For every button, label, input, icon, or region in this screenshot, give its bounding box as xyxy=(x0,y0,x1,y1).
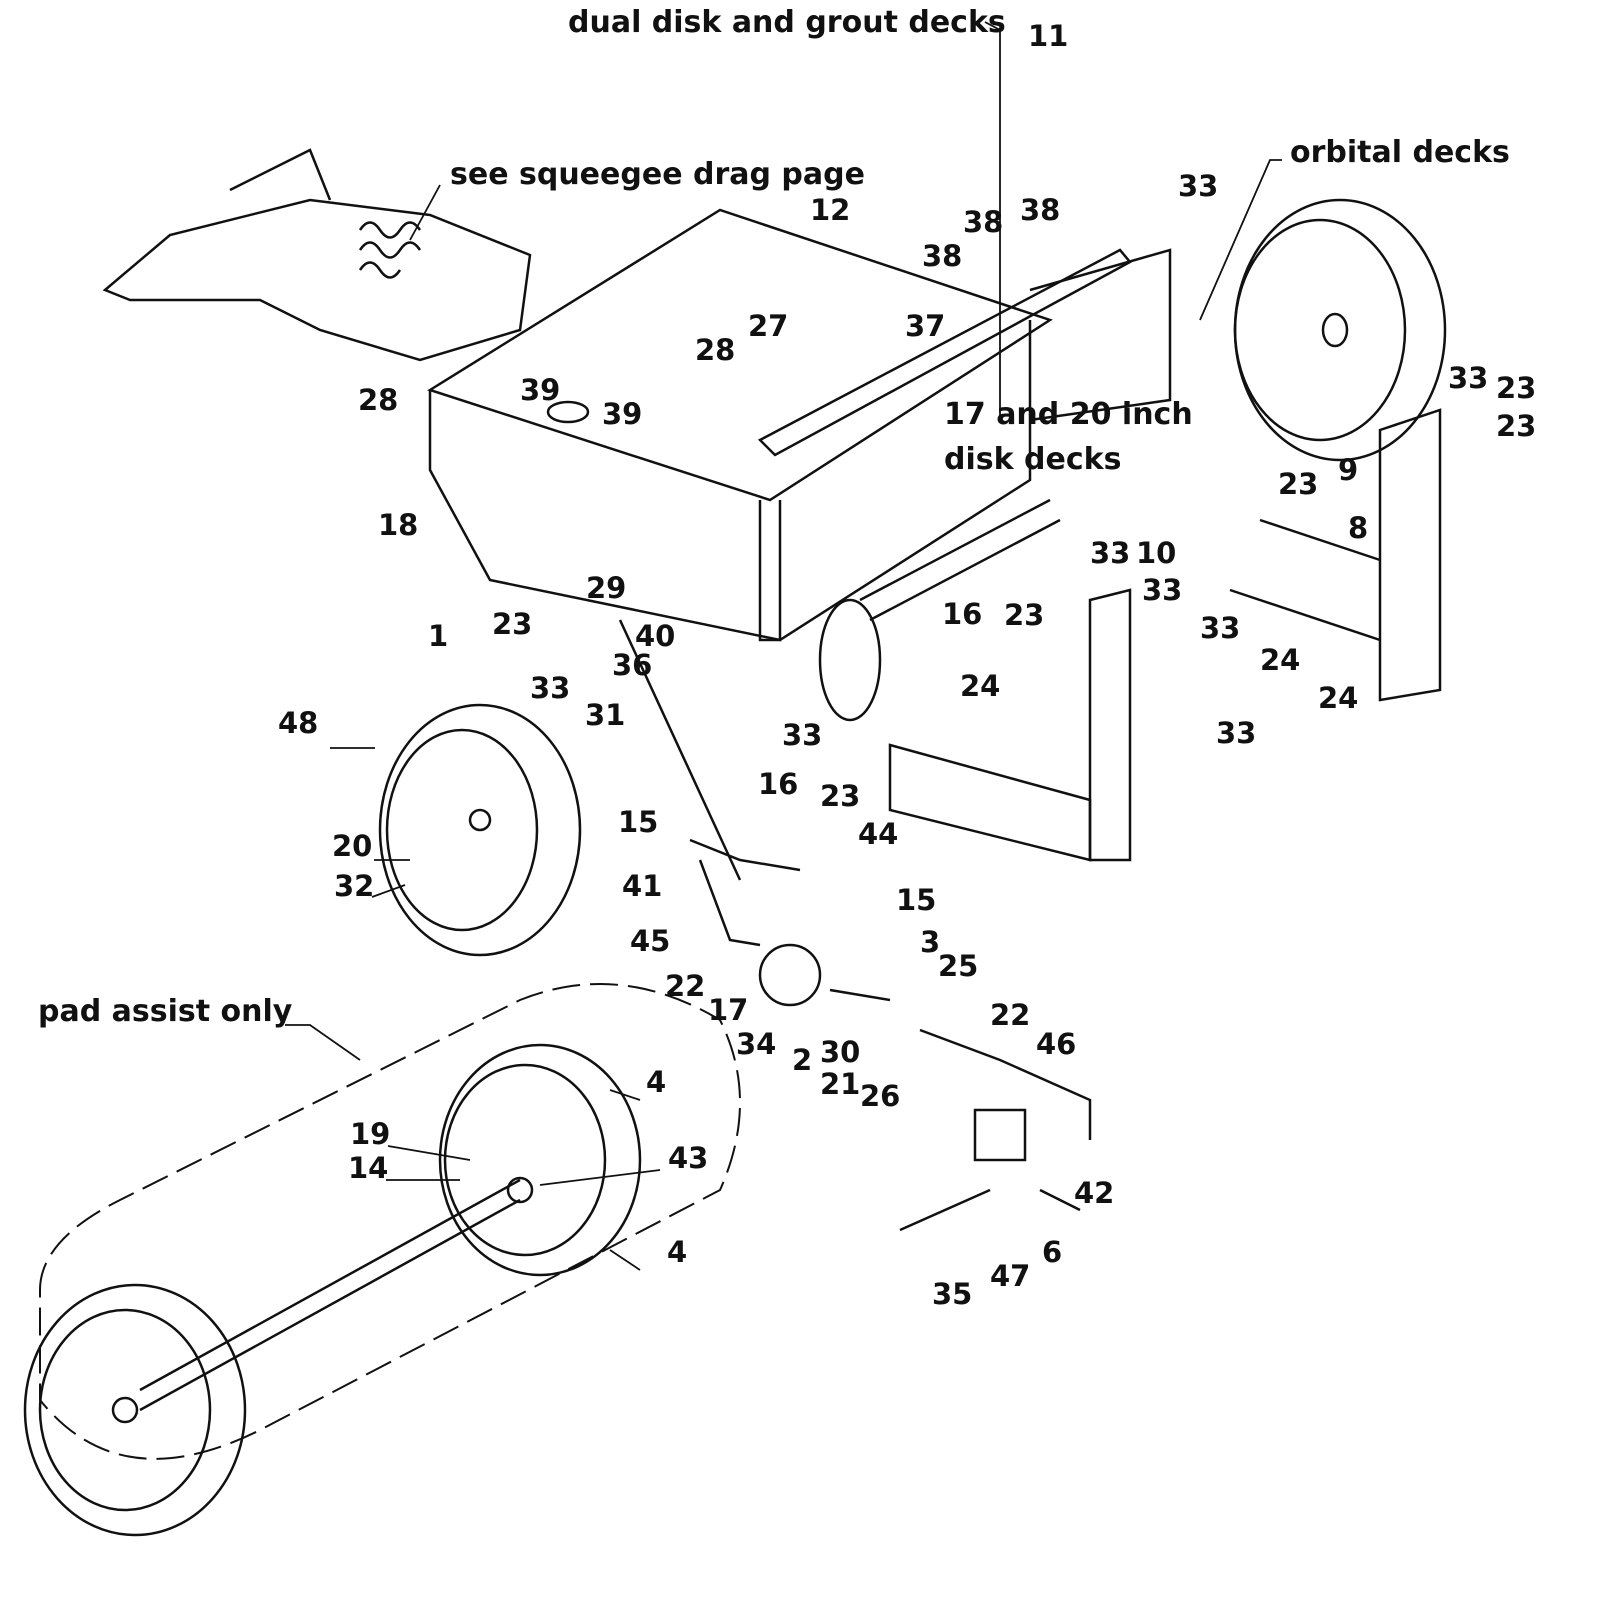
note-dual-disk-grout-decks: dual disk and grout decks xyxy=(568,5,1006,40)
part-callout: 22 xyxy=(990,998,1031,1032)
part-callout: 11 xyxy=(1028,19,1069,53)
part-callout: 29 xyxy=(586,571,627,605)
pad-assist-wheels xyxy=(23,1043,642,1537)
part-callout: 36 xyxy=(612,648,653,682)
part-callout: 16 xyxy=(758,767,799,801)
part-callout: 33 xyxy=(1090,536,1131,570)
part-callout: 23 xyxy=(492,607,533,641)
part-callout: 8 xyxy=(1348,511,1369,545)
part-callout: 22 xyxy=(665,969,706,1003)
part-callout: 4 xyxy=(646,1065,667,1099)
note-disk-decks: disk decks xyxy=(944,442,1122,477)
part-callout: 38 xyxy=(922,239,963,273)
part-callout: 1 xyxy=(428,619,449,653)
part-callout: 23 xyxy=(1004,598,1045,632)
part-callout: 41 xyxy=(622,869,663,903)
note-pad-assist-only: pad assist only xyxy=(38,994,293,1029)
part-callout: 46 xyxy=(1036,1027,1077,1061)
part-callout: 47 xyxy=(990,1259,1031,1293)
part-callout: 33 xyxy=(530,671,571,705)
part-callout: 40 xyxy=(635,619,676,653)
part-callout: 30 xyxy=(820,1035,861,1069)
part-callout: 34 xyxy=(736,1027,777,1061)
part-callout: 25 xyxy=(938,949,979,983)
part-callout: 15 xyxy=(618,805,659,839)
part-callout: 27 xyxy=(748,309,789,343)
part-callout: 38 xyxy=(1020,193,1061,227)
water-pump-plumbing xyxy=(618,619,1092,1232)
part-callout: 43 xyxy=(668,1141,709,1175)
part-callout: 33 xyxy=(1200,611,1241,645)
part-callout: 2 xyxy=(792,1043,813,1077)
part-callout: 24 xyxy=(1318,681,1359,715)
note-orbital-decks: orbital decks xyxy=(1290,135,1510,170)
deck-brackets xyxy=(888,408,1442,862)
part-callout: 31 xyxy=(585,698,626,732)
part-callout: 33 xyxy=(1142,573,1183,607)
part-callout: 48 xyxy=(278,706,319,740)
part-callout: 6 xyxy=(1042,1235,1063,1269)
part-callout: 15 xyxy=(896,883,937,917)
part-callout: 23 xyxy=(1496,371,1537,405)
rear-wheel xyxy=(378,703,582,957)
part-callout: 24 xyxy=(960,669,1001,703)
part-callout: 19 xyxy=(350,1117,391,1151)
part-callout: 26 xyxy=(860,1079,901,1113)
main-frame xyxy=(427,208,1172,642)
part-callout: 33 xyxy=(1216,716,1257,750)
part-callout: 33 xyxy=(1448,361,1489,395)
part-callout: 39 xyxy=(520,373,561,407)
part-callout: 35 xyxy=(932,1277,973,1311)
part-callout: 28 xyxy=(358,383,399,417)
part-callout: 14 xyxy=(348,1151,389,1185)
part-callout: 16 xyxy=(942,597,983,631)
part-callout: 33 xyxy=(782,718,823,752)
leader-lines xyxy=(285,21,1282,1271)
part-callout: 32 xyxy=(334,869,375,903)
part-callout: 12 xyxy=(810,193,851,227)
part-callout: 10 xyxy=(1136,536,1177,570)
axle-shaft xyxy=(818,498,1061,722)
part-callout: 17 xyxy=(708,993,749,1027)
part-callout: 39 xyxy=(602,397,643,431)
part-callout: 3 xyxy=(920,925,941,959)
pad-assist-roller xyxy=(39,983,741,1460)
part-callout: 24 xyxy=(1260,643,1301,677)
part-callout: 23 xyxy=(1496,409,1537,443)
part-callout: 23 xyxy=(820,779,861,813)
part-callout: 21 xyxy=(820,1067,861,1101)
part-callout: 45 xyxy=(630,924,671,958)
part-callout: 38 xyxy=(963,205,1004,239)
part-callout: 23 xyxy=(1278,467,1319,501)
part-callout: 9 xyxy=(1338,453,1359,487)
part-callout: 37 xyxy=(905,309,946,343)
part-callout: 44 xyxy=(858,817,899,851)
part-callout: 42 xyxy=(1074,1176,1115,1210)
part-callout: 28 xyxy=(695,333,736,367)
part-callout: 20 xyxy=(332,829,373,863)
squeegee-mount-assembly xyxy=(102,148,532,362)
part-callout: 4 xyxy=(667,1235,688,1269)
note-17-20-inch: 17 and 20 inch xyxy=(944,397,1193,432)
part-callout: 33 xyxy=(1178,169,1219,203)
orbital-deck-wheel xyxy=(1233,198,1447,462)
note-see-squeegee-drag-page: see squeegee drag page xyxy=(450,157,865,192)
part-callout: 18 xyxy=(378,508,419,542)
